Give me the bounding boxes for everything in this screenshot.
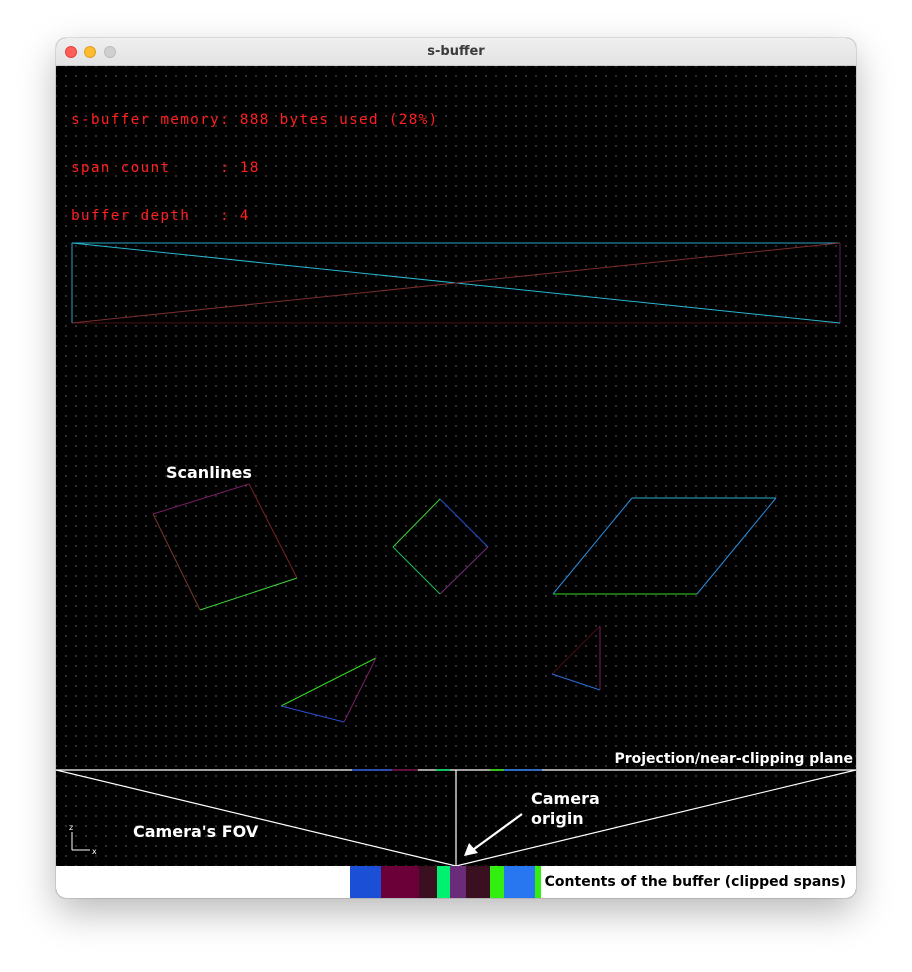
camera-origin-label-line2: origin bbox=[531, 809, 584, 828]
minimize-window-button[interactable] bbox=[84, 46, 96, 58]
buffer-span-2 bbox=[381, 866, 419, 898]
camera-origin-label: Camera origin bbox=[531, 789, 600, 829]
parallelogram-outline bbox=[552, 497, 777, 595]
span-count-text: span count : 18 bbox=[71, 160, 260, 176]
buffer-span-7 bbox=[490, 866, 504, 898]
wide-rectangle-outline bbox=[71, 242, 841, 324]
axis-z-label: z bbox=[69, 823, 73, 832]
buffer-span-6 bbox=[466, 866, 490, 898]
buffer-span-4 bbox=[437, 866, 450, 898]
buffer-contents-strip: Contents of the buffer (clipped spans) bbox=[56, 866, 856, 898]
diamond-outline bbox=[392, 498, 489, 595]
buffer-span-8 bbox=[504, 866, 535, 898]
render-canvas[interactable]: z x s-buffer memory: 888 bytes used (28%… bbox=[56, 66, 856, 898]
zoom-window-button[interactable] bbox=[104, 46, 116, 58]
camera-fov-lines bbox=[56, 769, 856, 867]
buffer-caption: Contents of the buffer (clipped spans) bbox=[544, 874, 846, 890]
buffer-span-1 bbox=[350, 866, 381, 898]
buffer-span-5 bbox=[450, 866, 466, 898]
camera-origin-label-line1: Camera bbox=[531, 789, 600, 808]
memory-usage-text: s-buffer memory: 888 bytes used (28%) bbox=[71, 112, 439, 128]
buffer-span-3 bbox=[419, 866, 437, 898]
close-window-button[interactable] bbox=[65, 46, 77, 58]
projection-plane-label: Projection/near-clipping plane bbox=[614, 751, 853, 767]
rotated-square-outline bbox=[152, 483, 298, 611]
scanlines-label: Scanlines bbox=[166, 463, 252, 482]
camera-origin-arrow bbox=[464, 813, 523, 856]
app-window: s-buffer bbox=[56, 38, 856, 898]
left-triangle-outline bbox=[280, 657, 377, 723]
axis-gizmo-icon bbox=[71, 832, 90, 851]
scene-drawing: z x bbox=[56, 242, 856, 867]
buffer-depth-text: buffer depth : 4 bbox=[71, 208, 250, 224]
axis-x-label: x bbox=[92, 847, 97, 856]
title-bar: s-buffer bbox=[56, 38, 856, 66]
camera-fov-label: Camera's FOV bbox=[133, 822, 259, 841]
buffer-statistics: s-buffer memory: 888 bytes used (28%) sp… bbox=[71, 80, 438, 256]
window-title: s-buffer bbox=[427, 44, 485, 59]
buffer-span-9 bbox=[535, 866, 541, 898]
right-triangle-outline bbox=[551, 625, 601, 691]
